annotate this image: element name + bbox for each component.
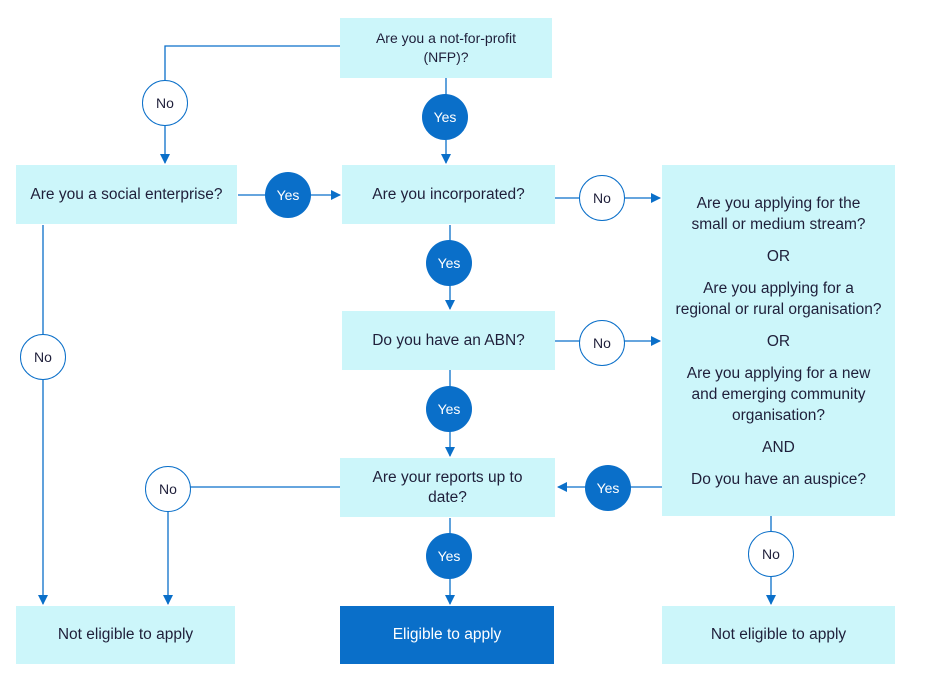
stream-q2-line-2: regional or rural organisation? — [675, 301, 882, 318]
reports-line-2: date? — [428, 488, 467, 506]
edge-nfp-no — [160, 45, 340, 164]
not-eligible-right-box: Not eligible to apply — [662, 606, 895, 664]
stream-question-box: Are you applying for the small or medium… — [662, 165, 895, 516]
no-badge-incorporated: No — [579, 175, 625, 221]
stream-q1-line-2: small or medium stream? — [691, 216, 866, 233]
stream-q3-line-3: organisation? — [731, 407, 826, 424]
social-enterprise-box: Are you a social enterprise? — [16, 165, 237, 224]
stream-q3-line-1: Are you applying for a new — [686, 365, 871, 382]
yes-badge-nfp: Yes — [422, 94, 468, 140]
incorporated-box: Are you incorporated? — [342, 165, 555, 224]
nfp-question-line-2: (NFP)? — [423, 49, 469, 65]
nfp-question-box: Are you a not-for-profit (NFP)? — [340, 18, 552, 78]
no-badge-stream: No — [748, 531, 794, 577]
nfp-question-line-1: Are you a not-for-profit — [375, 30, 517, 46]
stream-q1-line-1: Are you applying for the — [696, 195, 861, 212]
not-eligible-right-text: Not eligible to apply — [710, 626, 847, 643]
abn-box: Do you have an ABN? — [342, 311, 555, 370]
stream-q2-line-1: Are you applying for a — [703, 280, 854, 297]
eligible-box: Eligible to apply — [340, 606, 554, 664]
no-badge-reports: No — [145, 466, 191, 512]
incorporated-text: Are you incorporated? — [372, 185, 525, 203]
reports-box: Are your reports up to date? — [340, 458, 555, 517]
edge-reports-no — [163, 486, 340, 605]
yes-badge-abn: Yes — [426, 386, 472, 432]
eligible-text: Eligible to apply — [392, 626, 502, 643]
no-badge-nfp: No — [142, 80, 188, 126]
reports-line-1: Are your reports up to — [372, 468, 523, 486]
not-eligible-left-text: Not eligible to apply — [57, 626, 194, 643]
stream-and: AND — [762, 439, 795, 456]
social-enterprise-text: Are you a social enterprise? — [30, 185, 223, 203]
yes-badge-stream: Yes — [585, 465, 631, 511]
abn-text: Do you have an ABN? — [372, 331, 525, 349]
no-badge-social: No — [20, 334, 66, 380]
yes-badge-reports: Yes — [426, 533, 472, 579]
yes-badge-social: Yes — [265, 172, 311, 218]
stream-or-1: OR — [766, 248, 791, 265]
stream-or-2: OR — [766, 333, 791, 350]
not-eligible-left-box: Not eligible to apply — [16, 606, 235, 664]
stream-q3-line-2: and emerging community — [691, 386, 866, 403]
yes-badge-incorporated: Yes — [426, 240, 472, 286]
stream-q4: Do you have an auspice? — [691, 471, 866, 488]
no-badge-abn: No — [579, 320, 625, 366]
